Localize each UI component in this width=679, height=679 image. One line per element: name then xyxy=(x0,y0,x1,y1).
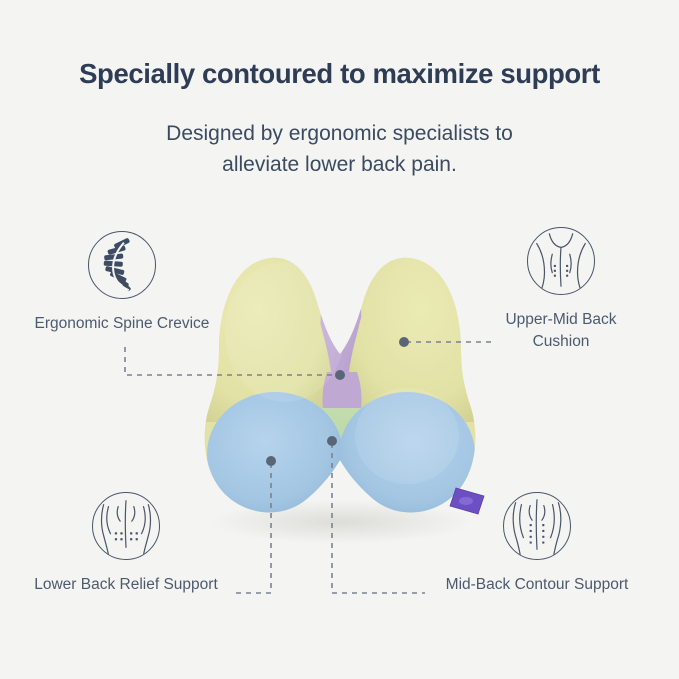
upper-left-lobe xyxy=(205,257,334,422)
feature-label-lower-back-relief-support: Lower Back Relief Support xyxy=(34,576,218,593)
feature-label-ergonomic-spine-crevice: Ergonomic Spine Crevice xyxy=(34,315,210,332)
page-subtitle: Designed by ergonomic specialists to all… xyxy=(0,118,679,180)
mid-back-torso-icon xyxy=(503,492,571,560)
brand-tag xyxy=(449,487,485,515)
feature-upper-mid-back-cushion: Upper-Mid Back Cushion xyxy=(451,227,671,353)
feature-mid-back-contour-support: Mid-Back Contour Support xyxy=(427,492,647,596)
page-subtitle-line-2: alleviate lower back pain. xyxy=(222,153,457,176)
page-title: Specially contoured to maximize support xyxy=(79,58,600,89)
feature-lower-back-relief-support: Lower Back Relief Support xyxy=(16,492,236,596)
pressure-dots xyxy=(529,524,545,544)
lower-back-torso-icon xyxy=(92,492,160,560)
upper-back-torso-icon xyxy=(527,227,595,295)
feature-label-mid-back-contour-support: Mid-Back Contour Support xyxy=(445,576,629,593)
pressure-dots xyxy=(553,264,569,277)
page-subtitle-line-1: Designed by ergonomic specialists to xyxy=(166,122,513,145)
feature-ergonomic-spine-crevice: Ergonomic Spine Crevice xyxy=(12,231,232,335)
pressure-dots xyxy=(114,532,138,541)
spine-vertebrae-icon xyxy=(88,231,156,299)
upper-right-lobe xyxy=(346,257,475,422)
feature-label-upper-mid-back-cushion: Upper-Mid Back Cushion xyxy=(505,311,617,350)
